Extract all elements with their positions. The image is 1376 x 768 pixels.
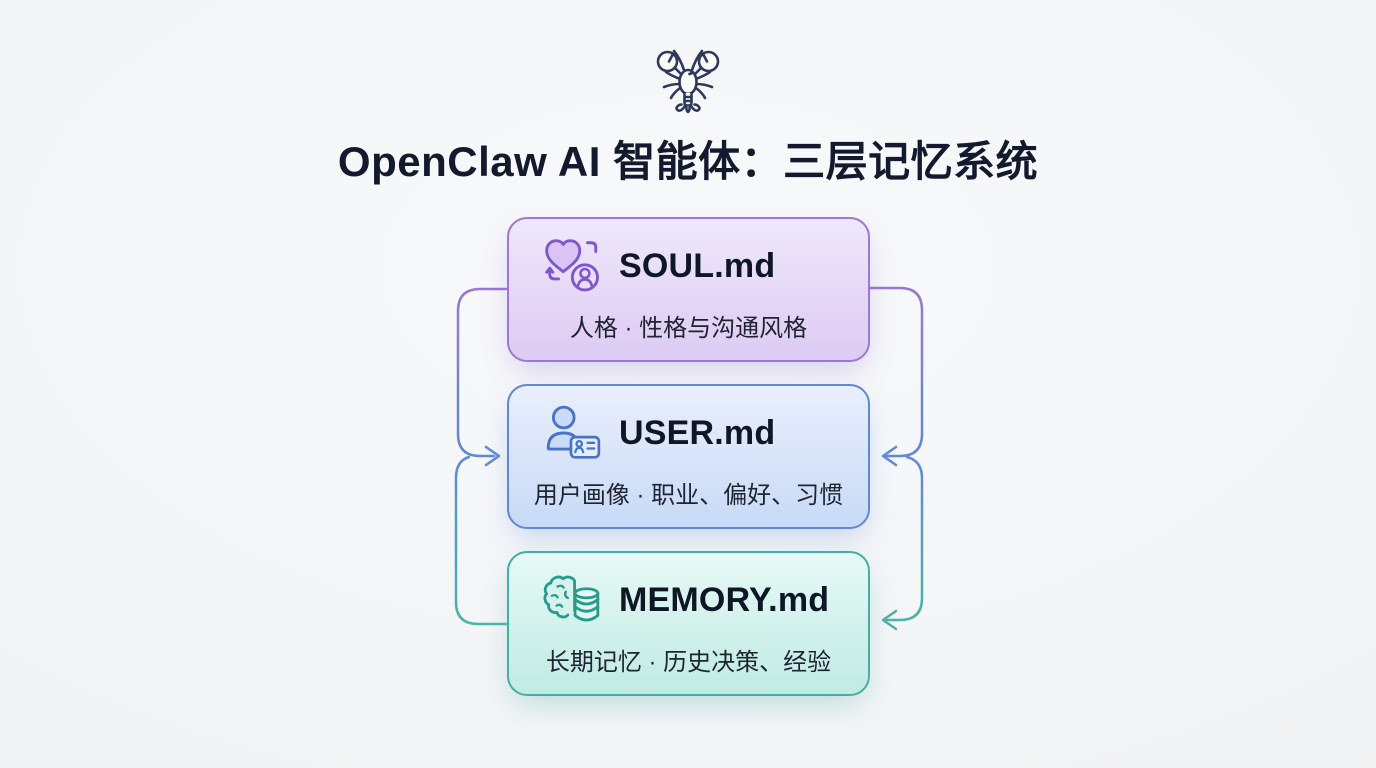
arrowhead-into-memory-right-icon: [881, 609, 898, 631]
connector-soul-to-user-right: [866, 286, 924, 458]
card-memory-subtitle: 长期记忆 · 历史决策、经验: [545, 649, 832, 676]
card-user-title: USER.md: [619, 413, 776, 452]
card-soul-header: SOUL.md: [541, 235, 775, 297]
heart-person-sync-icon: [541, 235, 603, 297]
arrowhead-into-user-right-icon: [881, 445, 898, 467]
card-soul: SOUL.md 人格 · 性格与沟通风格: [507, 217, 870, 362]
arrowhead-into-user-left-icon: [484, 445, 501, 467]
card-soul-subtitle: 人格 · 性格与沟通风格: [569, 315, 808, 342]
connector-user-to-memory-left: [454, 455, 508, 626]
connector-soul-to-user-left: [456, 287, 510, 458]
card-memory: MEMORY.md 长期记忆 · 历史决策、经验: [507, 551, 870, 696]
connector-user-to-memory-right: [884, 455, 924, 622]
user-id-card-icon: [541, 402, 603, 464]
card-memory-header: MEMORY.md: [541, 569, 829, 631]
page-title: OpenClaw AI 智能体：三层记忆系统: [337, 138, 1039, 185]
brain-database-icon: [541, 569, 603, 631]
lobster-icon: [656, 49, 720, 114]
card-user-subtitle: 用户画像 · 职业、偏好、习惯: [533, 482, 844, 509]
card-user: USER.md 用户画像 · 职业、偏好、习惯: [507, 384, 870, 529]
card-user-header: USER.md: [541, 402, 775, 464]
card-memory-title: MEMORY.md: [619, 580, 830, 619]
card-soul-title: SOUL.md: [619, 246, 776, 285]
